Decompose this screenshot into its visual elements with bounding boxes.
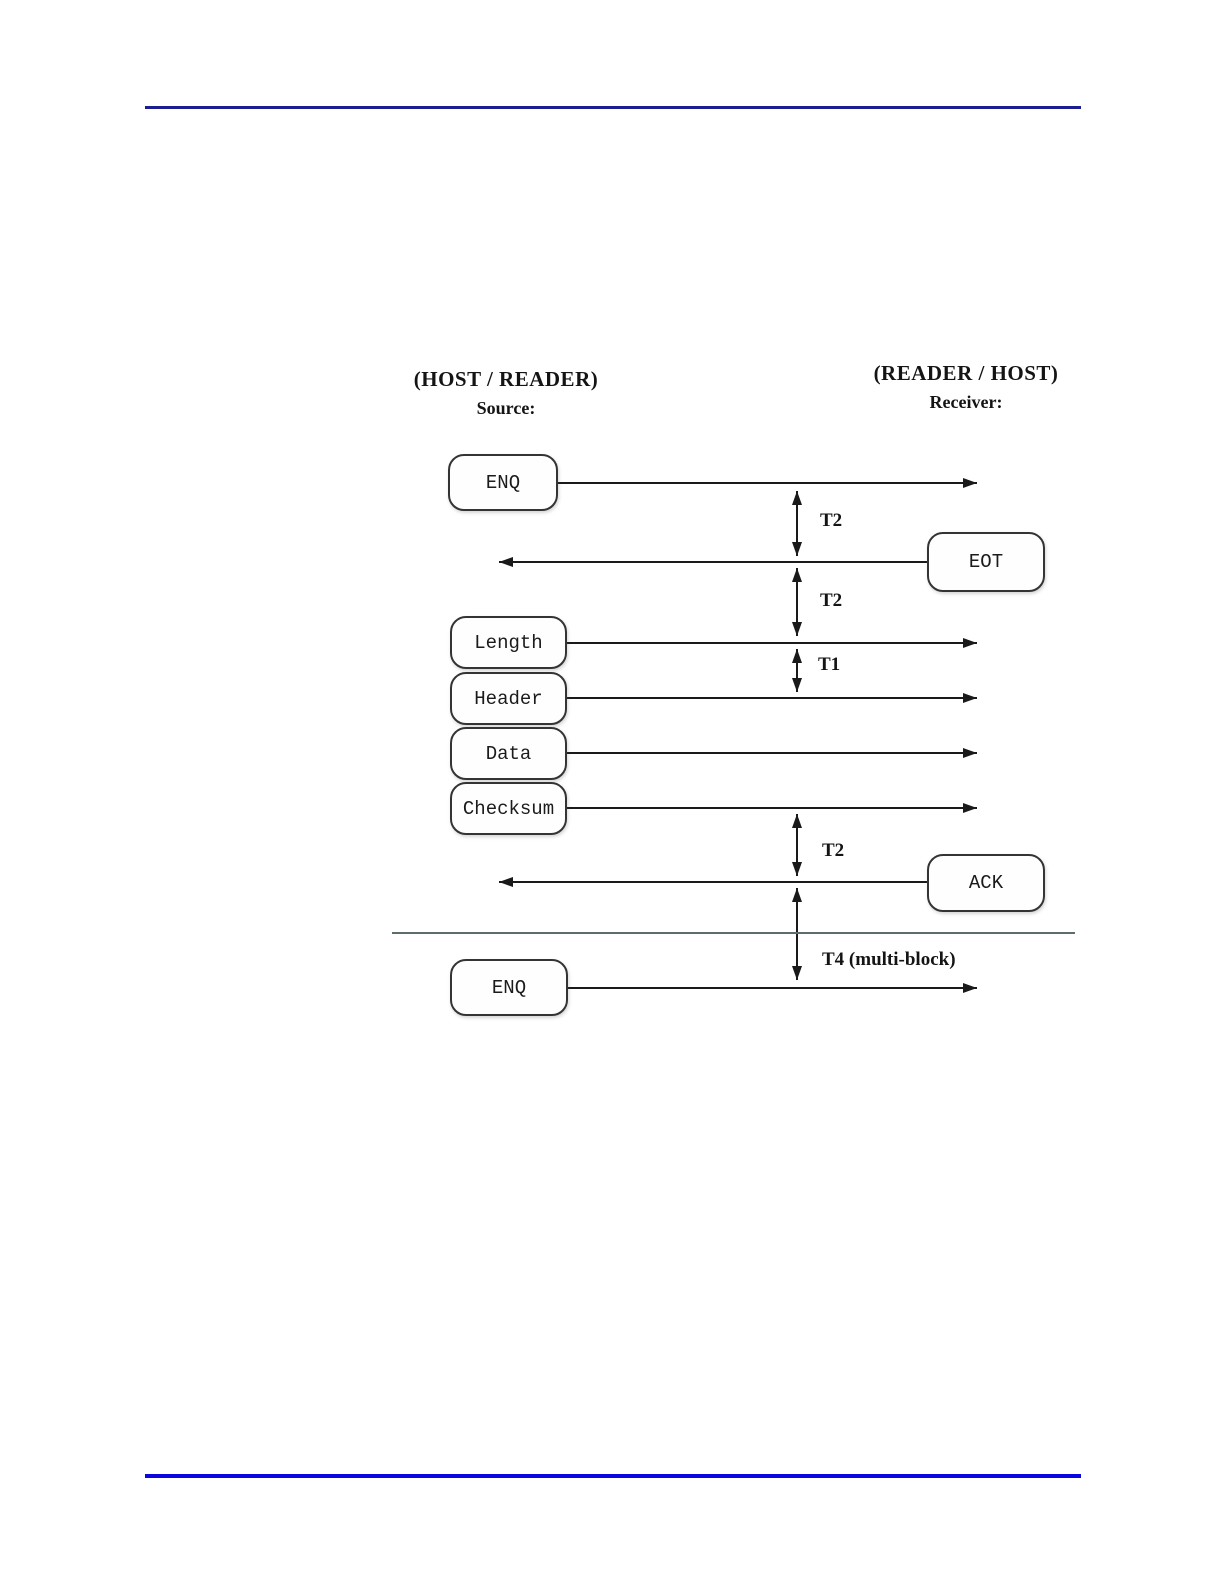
timing-label-t2-checksum-ack: T2 [822, 840, 845, 861]
box-length: Length [450, 616, 567, 669]
timing-label-t2-eot-length: T2 [820, 590, 843, 611]
receiver-subtitle: Receiver: [929, 392, 1003, 412]
timing-label-t1-length-header: T1 [818, 654, 841, 675]
source-column-header: (HOST / READER) Source: [398, 367, 614, 418]
receiver-column-header: (READER / HOST) Receiver: [858, 361, 1074, 412]
bottom-rule [145, 1474, 1081, 1478]
timing-label-t4-multiblock: T4 (multi-block) [822, 949, 956, 970]
box-ack: ACK [927, 854, 1045, 912]
source-title: (HOST / READER) [413, 367, 599, 391]
timing-label-t2-enq-eot: T2 [820, 510, 843, 531]
box-checksum: Checksum [450, 782, 567, 835]
box-enq-bottom: ENQ [450, 959, 568, 1016]
box-header: Header [450, 672, 567, 725]
source-subtitle: Source: [476, 398, 536, 418]
box-enq-top: ENQ [448, 454, 558, 511]
box-data: Data [450, 727, 567, 780]
top-rule [145, 106, 1081, 109]
receiver-title: (READER / HOST) [873, 361, 1059, 385]
box-eot: EOT [927, 532, 1045, 592]
